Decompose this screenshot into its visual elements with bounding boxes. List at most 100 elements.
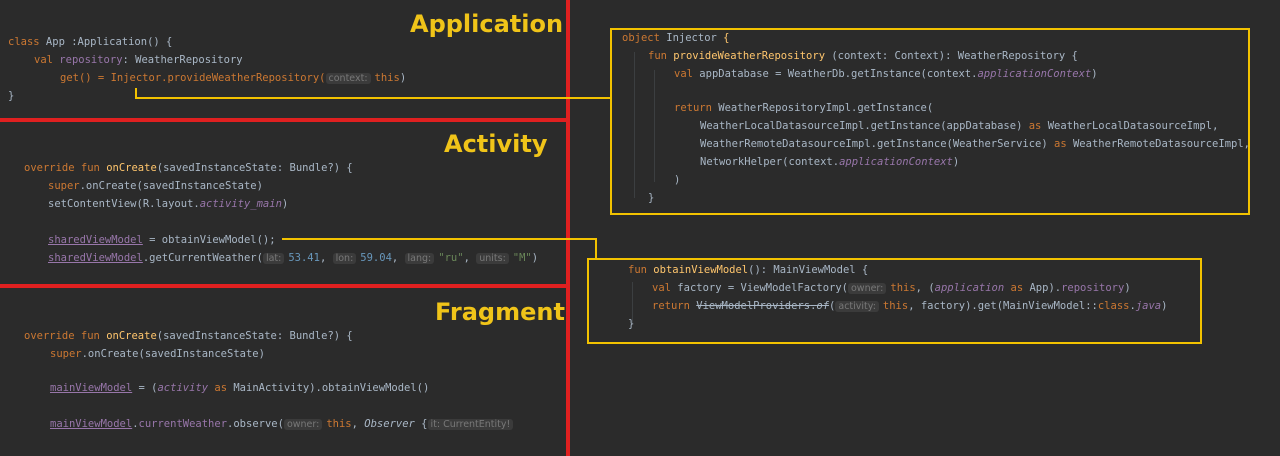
keyword: override fun <box>24 162 107 174</box>
function-name: onCreate <box>106 330 157 342</box>
property: repository <box>1061 282 1125 294</box>
keyword: this <box>890 282 916 294</box>
code-text: ) <box>399 72 407 84</box>
keyword: object <box>622 32 660 44</box>
code-text: ) <box>281 198 289 210</box>
keyword: override fun <box>24 330 107 342</box>
code-text: (context: Context): WeatherRepository { <box>825 50 1078 62</box>
code-text: , <box>391 252 405 264</box>
injector-highlight-box <box>610 28 1250 215</box>
keyword: class <box>8 36 40 48</box>
code-line: sharedViewModel = obtainViewModel(); <box>48 232 276 249</box>
string-literal: "M" <box>512 252 532 264</box>
number-literal: 59.04 <box>360 252 392 264</box>
code-line: WeatherRemoteDatasourceImpl.getInstance(… <box>700 136 1250 153</box>
param-hint: lat: <box>262 253 285 264</box>
keyword: return <box>674 102 719 114</box>
property: currentWeather <box>138 418 228 430</box>
title-fragment: Fragment <box>435 298 565 326</box>
keyword: this <box>882 300 909 312</box>
code-text: .onCreate(savedInstanceState) <box>81 348 265 360</box>
viewmodel-highlight-box <box>587 258 1202 344</box>
code-line: NetworkHelper(context.applicationContext… <box>700 154 959 171</box>
keyword: as <box>208 382 234 394</box>
code-line: } <box>628 316 634 333</box>
code-text: ) <box>1161 300 1168 312</box>
code-text: App). <box>1029 282 1062 294</box>
code-text: (): MainViewModel { <box>748 264 869 276</box>
code-line: class App :Application() { <box>8 34 172 51</box>
code-text: MainActivity).obtainViewModel() <box>233 382 430 394</box>
code-text: appDatabase = WeatherDb.getInstance(cont… <box>699 68 978 80</box>
code-text: setContentView(R.layout. <box>48 198 200 210</box>
deprecated-function: of <box>816 300 830 312</box>
deprecated-class: ViewModelProviders <box>696 300 811 312</box>
activity-code: override fun onCreate(savedInstanceState… <box>24 160 564 270</box>
keyword: as <box>1004 282 1030 294</box>
code-line: val repository: WeatherRepository <box>34 52 243 69</box>
code-line: override fun onCreate(savedInstanceState… <box>24 160 353 177</box>
param-hint: owner: <box>847 283 887 294</box>
code-line: return WeatherRepositoryImpl.getInstance… <box>674 100 933 117</box>
code-text: ) <box>1091 68 1098 80</box>
keyword: fun <box>628 264 654 276</box>
keyword: return <box>652 300 697 312</box>
property: sharedViewModel <box>48 252 143 264</box>
string-literal: "ru" <box>438 252 464 264</box>
param-hint: it: CurrentEntity! <box>427 419 514 430</box>
code-text: Injector <box>659 32 724 44</box>
code-text: : WeatherRepository <box>122 54 243 66</box>
connector-application-to-injector <box>135 88 610 99</box>
code-text: WeatherLocalDatasourceImpl, <box>1047 120 1219 132</box>
keyword: this <box>326 418 352 430</box>
code-text: } <box>628 318 635 330</box>
code-line: super.onCreate(savedInstanceState) <box>50 346 265 363</box>
code-line: object Injector { <box>622 30 729 47</box>
code-text: get() = Injector.provideWeatherRepositor… <box>60 72 326 84</box>
code-text: . <box>810 300 817 312</box>
connector-activity-to-viewmodel <box>282 238 597 258</box>
fragment-code: override fun onCreate(savedInstanceState… <box>24 328 564 438</box>
code-line: sharedViewModel.getCurrentWeather(lat:53… <box>48 250 538 267</box>
keyword: class <box>1097 300 1130 312</box>
property: applicationContext <box>839 156 953 168</box>
code-line: val appDatabase = WeatherDb.getInstance(… <box>674 66 1098 83</box>
code-text: .getCurrentWeather( <box>142 252 263 264</box>
code-text: , <box>463 252 477 264</box>
code-text: = ( <box>132 382 158 394</box>
keyword: val <box>652 282 678 294</box>
title-activity: Activity <box>444 130 548 158</box>
keyword: this <box>374 72 400 84</box>
code-text: ( <box>829 300 836 312</box>
keyword: fun <box>648 50 674 62</box>
code-text: WeatherRemoteDatasourceImpl.getInstance(… <box>700 138 1055 150</box>
keyword: val <box>34 54 60 66</box>
property: java <box>1135 300 1162 312</box>
code-text: (savedInstanceState: Bundle?) { <box>156 330 353 342</box>
keyword: as <box>1054 138 1073 150</box>
indent-guide <box>654 70 655 182</box>
code-line: mainViewModel.currentWeather.observe(own… <box>50 416 517 433</box>
function-name: onCreate <box>106 162 157 174</box>
title-application: Application <box>410 10 564 38</box>
code-text: App :Application() { <box>39 36 173 48</box>
code-text: . <box>1129 300 1136 312</box>
property: mainViewModel <box>50 382 133 394</box>
indent-guide <box>634 52 635 198</box>
keyword: super <box>50 348 82 360</box>
code-line: override fun onCreate(savedInstanceState… <box>24 328 353 345</box>
code-text: .observe( <box>227 418 284 430</box>
code-text: Observer <box>364 418 415 430</box>
code-text: , ( <box>915 282 935 294</box>
code-text: factory = ViewModelFactory( <box>677 282 848 294</box>
code-line: fun provideWeatherRepository (context: C… <box>648 48 1078 65</box>
code-text: ) <box>531 252 539 264</box>
code-line: super.onCreate(savedInstanceState) <box>48 178 263 195</box>
viewmodel-code: fun obtainViewModel(): MainViewModel { v… <box>628 262 1198 340</box>
property: sharedViewModel <box>48 234 143 246</box>
param-hint: units: <box>476 253 509 264</box>
code-text: } <box>8 90 15 102</box>
code-line: } <box>648 190 654 207</box>
code-text: ) <box>674 174 681 186</box>
